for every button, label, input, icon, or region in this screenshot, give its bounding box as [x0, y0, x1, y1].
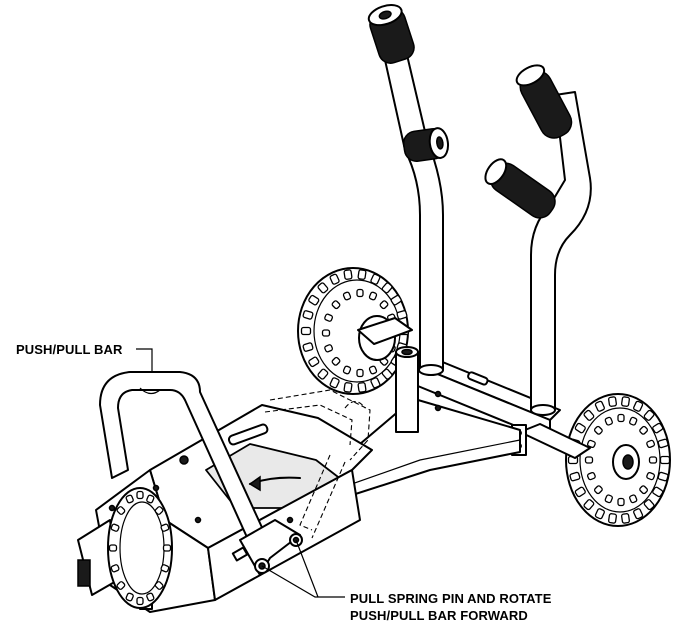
- tread-block: [154, 581, 164, 590]
- front-wheel: [107, 487, 173, 609]
- tread-block: [617, 497, 625, 507]
- right-wheel-tread: [567, 396, 671, 524]
- tread-block: [586, 471, 596, 481]
- tread-block: [608, 513, 617, 524]
- push-pull-bar-label: PUSH/PULL BAR: [16, 342, 123, 357]
- tread-block: [116, 506, 126, 515]
- tread-block: [621, 513, 630, 524]
- tread-block: [652, 422, 664, 434]
- tread-block: [125, 494, 134, 504]
- tread-block: [110, 564, 120, 573]
- rear-frame: [299, 317, 591, 509]
- tread-block: [368, 365, 378, 375]
- tread-block: [621, 396, 630, 407]
- tread-block: [633, 400, 644, 412]
- tread-block: [583, 409, 595, 421]
- tread-block: [342, 291, 352, 301]
- tread-block: [390, 294, 402, 306]
- tread-block: [368, 291, 378, 301]
- tread-block: [324, 313, 334, 322]
- tread-block: [331, 300, 341, 310]
- tread-block: [648, 456, 658, 464]
- spring-pin-instruction-line1: PULL SPRING PIN AND ROTATE: [350, 591, 552, 606]
- tread-block: [300, 326, 312, 336]
- right-wheel: [565, 393, 671, 527]
- tread-block: [308, 294, 320, 306]
- tread-block: [317, 368, 329, 380]
- tread-block: [160, 523, 170, 532]
- tread-block: [136, 490, 144, 500]
- upright-handle-right: [484, 64, 592, 416]
- tread-block: [604, 416, 613, 426]
- tread-block: [584, 456, 594, 464]
- tread-block: [370, 273, 381, 285]
- tread-block: [302, 342, 314, 352]
- tread-block: [308, 356, 320, 368]
- tread-block: [342, 365, 352, 375]
- tread-block: [646, 471, 656, 481]
- tread-block: [331, 356, 341, 366]
- tread-block: [569, 471, 581, 482]
- tread-block: [594, 400, 605, 412]
- tread-block: [639, 485, 649, 495]
- tread-block: [108, 544, 118, 552]
- upright-handle-left: [367, 4, 450, 376]
- tread-block: [381, 282, 393, 294]
- tread-block: [370, 377, 381, 389]
- tread-block: [356, 288, 364, 298]
- tread-block: [302, 310, 314, 320]
- tread-block: [136, 596, 144, 606]
- tread-block: [146, 592, 155, 602]
- tread-block: [643, 409, 655, 421]
- tread-block: [657, 438, 669, 449]
- tread-block: [583, 499, 595, 511]
- push-pull-bar: [99, 371, 371, 576]
- tread-block: [329, 377, 340, 389]
- tread-block: [594, 508, 605, 520]
- tread-block: [657, 471, 669, 482]
- tread-block: [356, 368, 364, 378]
- tread-block: [639, 425, 649, 435]
- tread-block: [162, 544, 172, 552]
- tread-block: [629, 494, 638, 504]
- tread-block: [329, 273, 340, 285]
- tread-block: [604, 494, 613, 504]
- tread-block: [593, 485, 603, 495]
- tread-block: [643, 499, 655, 511]
- tread-block: [160, 564, 170, 573]
- tread-block: [608, 396, 617, 407]
- tread-block: [574, 486, 586, 498]
- tread-block: [574, 422, 586, 434]
- tread-block: [659, 455, 671, 465]
- tread-block: [110, 523, 120, 532]
- tread-block: [381, 368, 393, 380]
- tread-block: [646, 439, 656, 449]
- tread-block: [586, 439, 596, 449]
- tread-block: [343, 382, 353, 393]
- tread-block: [633, 508, 644, 520]
- callout-leaders: [136, 348, 345, 598]
- tread-block: [396, 310, 408, 320]
- tread-block: [324, 344, 334, 353]
- front-wheel-tread: [108, 490, 172, 606]
- tread-block: [321, 329, 331, 337]
- tread-block: [116, 581, 126, 590]
- tread-block: [343, 269, 353, 280]
- tread-block: [652, 486, 664, 498]
- tread-block: [357, 269, 367, 280]
- tread-block: [154, 506, 164, 515]
- tread-block: [317, 282, 329, 294]
- tread-block: [357, 382, 367, 393]
- spring-pin-instruction-line2: PUSH/PULL BAR FORWARD: [350, 608, 528, 623]
- tread-block: [629, 416, 638, 426]
- tread-block: [617, 413, 625, 423]
- tread-block: [146, 494, 155, 504]
- tread-block: [125, 592, 134, 602]
- tread-block: [593, 425, 603, 435]
- spring-pin-instruction: PULL SPRING PIN AND ROTATE PUSH/PULL BAR…: [350, 590, 551, 624]
- tread-block: [379, 300, 389, 310]
